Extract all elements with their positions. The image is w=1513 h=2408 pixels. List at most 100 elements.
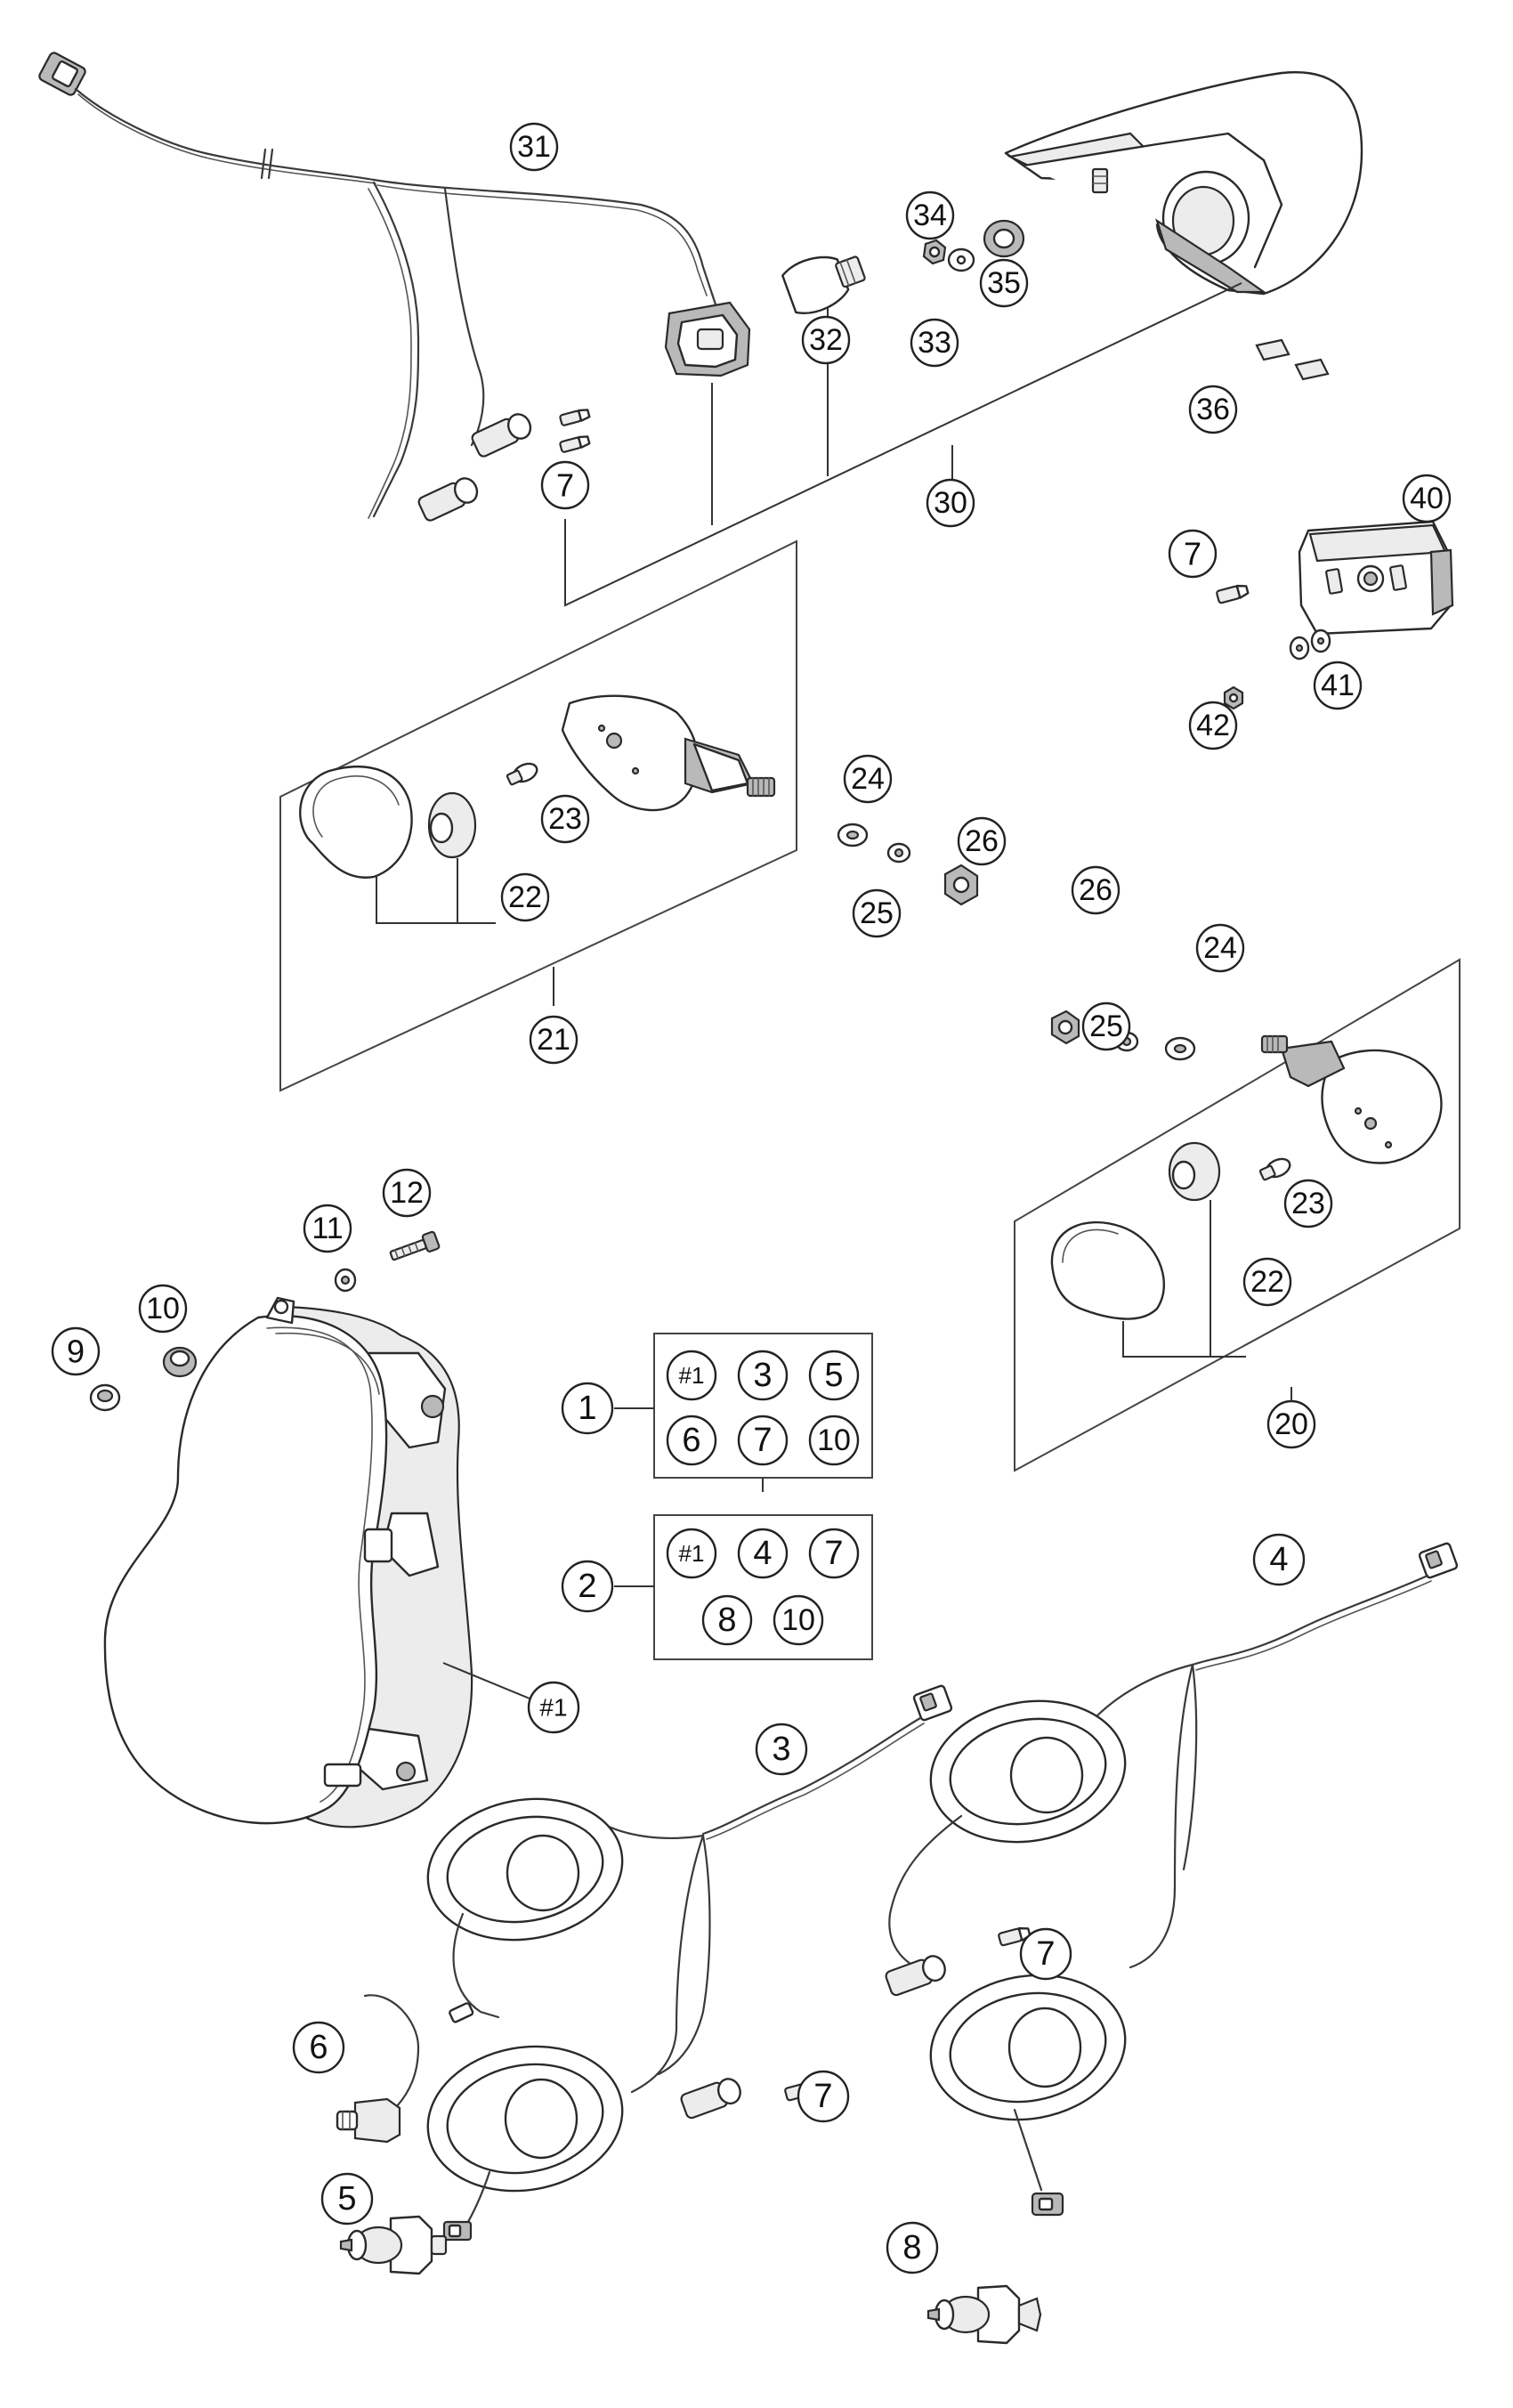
kit2-item-2: 7	[808, 1528, 860, 1579]
svg-text:2: 2	[578, 1568, 596, 1605]
license-plate-light	[1298, 520, 1454, 636]
indicator-mount-hardware-left	[837, 823, 979, 906]
svg-text:41: 41	[1321, 669, 1355, 702]
kit1-item-3: 6	[666, 1415, 717, 1466]
callout-25-right: 25	[1081, 1001, 1131, 1051]
svg-text:30: 30	[934, 486, 967, 520]
callout-25-left: 25	[852, 888, 902, 938]
callout-2: 2	[561, 1560, 614, 1613]
svg-text:33: 33	[918, 326, 951, 360]
svg-text:10: 10	[146, 1292, 180, 1326]
callout-6: 6	[292, 2021, 345, 2074]
svg-text:4: 4	[753, 1535, 772, 1572]
callout-12: 12	[382, 1168, 432, 1218]
svg-text:7: 7	[556, 467, 574, 504]
tail-fasteners	[922, 219, 1025, 272]
callout-20: 20	[1266, 1399, 1316, 1449]
headlamp-bulb-8	[926, 2284, 1042, 2345]
svg-text:22: 22	[1250, 1265, 1284, 1299]
callout-7-left-harness: 7	[797, 2070, 850, 2123]
callout-3: 3	[755, 1723, 808, 1776]
svg-text:31: 31	[517, 130, 551, 164]
callout-26-right: 26	[1071, 865, 1121, 915]
svg-text:34: 34	[913, 199, 947, 232]
svg-text:#1: #1	[679, 1540, 705, 1567]
callout-9: 9	[51, 1326, 101, 1376]
svg-text:7: 7	[824, 1535, 843, 1572]
kit1-item-0: #1	[666, 1350, 717, 1401]
small-bulbs-top	[559, 409, 591, 453]
svg-text:24: 24	[851, 762, 885, 796]
svg-text:20: 20	[1274, 1407, 1308, 1441]
svg-text:36: 36	[1196, 393, 1230, 426]
callout-11: 11	[303, 1204, 352, 1253]
callout-23-right: 23	[1283, 1179, 1333, 1228]
callout-41: 41	[1313, 661, 1363, 710]
svg-text:5: 5	[337, 2180, 356, 2217]
callout-42: 42	[1188, 701, 1238, 750]
svg-text:9: 9	[67, 1334, 85, 1370]
svg-text:26: 26	[1079, 873, 1112, 907]
small-bulb-lower-right	[998, 1926, 1032, 1947]
svg-text:5: 5	[824, 1357, 843, 1394]
svg-text:#1: #1	[539, 1694, 567, 1722]
kit2-item-3: 8	[701, 1594, 753, 1646]
svg-text:7: 7	[753, 1422, 772, 1459]
callout-10-headlamp: 10	[138, 1284, 188, 1334]
indicator-assembly-left	[279, 539, 797, 1092]
svg-text:25: 25	[860, 896, 894, 930]
svg-text:11: 11	[312, 1212, 343, 1245]
callout-23-left: 23	[540, 794, 590, 844]
headlamp-harness-3	[426, 1684, 953, 2242]
headlamp-fasteners	[89, 1230, 441, 1412]
svg-text:3: 3	[772, 1731, 790, 1768]
kit1-item-1: 3	[737, 1350, 789, 1401]
callout-7-top: 7	[540, 460, 590, 510]
svg-text:24: 24	[1203, 931, 1237, 965]
license-washers	[1289, 628, 1331, 661]
svg-text:8: 8	[717, 1601, 736, 1639]
tail-light-housing	[1004, 70, 1363, 296]
headlamp	[103, 1296, 530, 1828]
callout-34: 34	[905, 191, 955, 240]
callout-22-right: 22	[1242, 1257, 1292, 1307]
svg-text:32: 32	[809, 323, 843, 357]
svg-text:3: 3	[753, 1357, 772, 1394]
svg-text:6: 6	[309, 2029, 328, 2066]
svg-text:26: 26	[965, 824, 999, 858]
callout-33: 33	[910, 318, 959, 368]
callout-7-license: 7	[1168, 529, 1218, 579]
callout-31: 31	[509, 122, 559, 172]
svg-text:1: 1	[578, 1390, 596, 1427]
callout-36: 36	[1188, 385, 1238, 434]
kit1-item-2: 5	[808, 1350, 860, 1401]
callout-32: 32	[801, 315, 851, 365]
headlamp-harness-4	[885, 1542, 1459, 2217]
headlamp-bulb-5	[339, 2215, 448, 2275]
callout-21: 21	[529, 1015, 578, 1065]
callout-22-left: 22	[500, 872, 550, 922]
callout-8: 8	[886, 2221, 939, 2274]
svg-text:4: 4	[1269, 1541, 1288, 1578]
indicator-assembly-right	[1014, 958, 1460, 1472]
svg-text:7: 7	[813, 2078, 832, 2115]
adhesive-pads	[1255, 338, 1330, 381]
parking-bulb-6	[336, 1994, 420, 2144]
callout-hash1: #1	[527, 1681, 580, 1734]
callout-26-left: 26	[957, 816, 1007, 866]
kit2-item-4: 10	[773, 1594, 824, 1646]
tail-bulb	[781, 255, 866, 314]
svg-text:8: 8	[902, 2229, 921, 2266]
license-bulb	[1216, 584, 1250, 604]
callout-35: 35	[979, 258, 1029, 308]
svg-text:23: 23	[1291, 1187, 1325, 1220]
kit1-item-4: 7	[737, 1415, 789, 1466]
svg-text:35: 35	[987, 266, 1021, 300]
svg-text:7: 7	[1184, 536, 1202, 572]
callout-24-right: 24	[1195, 923, 1245, 973]
svg-text:40: 40	[1410, 482, 1444, 515]
tail-light-harness	[38, 52, 751, 525]
callout-24-left: 24	[843, 754, 893, 804]
callout-4: 4	[1252, 1533, 1306, 1586]
